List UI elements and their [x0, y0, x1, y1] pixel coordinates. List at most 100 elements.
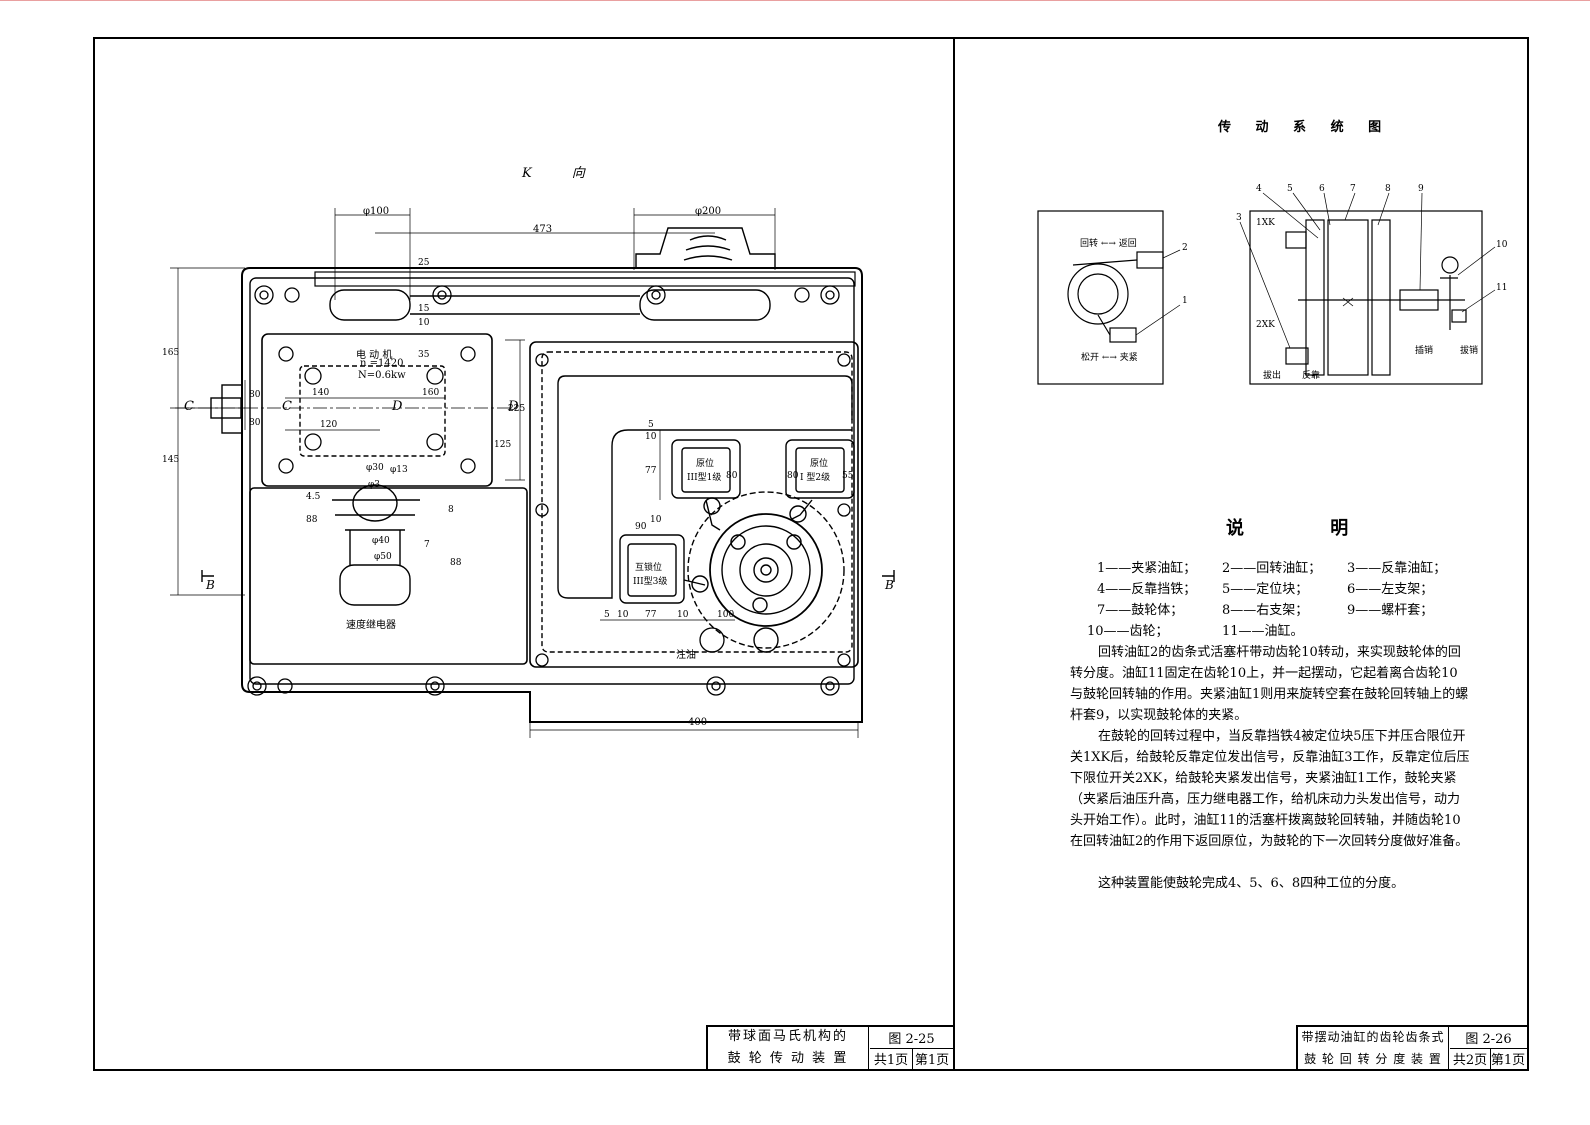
legend-item: 10——齿轮； [1087, 624, 1169, 639]
notes-paragraph: 在鼓轮的回转过程中，当反靠挡铁4被定位块5压下并压合限位开关1XK后，给鼓轮反靠… [1070, 729, 1470, 849]
dim-label: 10 [650, 515, 662, 525]
dim-label: 8 [448, 505, 454, 515]
schematic-label: 2XK [1256, 320, 1275, 330]
dim-label: 10 [617, 610, 629, 620]
dim-label: 80 [249, 418, 261, 428]
legend-row: 1——夹紧油缸； 2——回转油缸； 3——反靠油缸； [1097, 558, 1472, 579]
dim-label: 100 [717, 610, 735, 620]
dim-label: 160 [422, 388, 440, 398]
dim-label: 10 [418, 318, 430, 328]
callout-number: 1 [1182, 296, 1188, 306]
callout-number: 5 [1287, 184, 1293, 194]
oil-label: 注油 [676, 650, 696, 661]
callout-number: 2 [1182, 243, 1188, 253]
dim-label: 225 [508, 404, 526, 414]
relay-label: 速度继电器 [346, 620, 396, 631]
schematic-label: 反靠 [1302, 371, 1321, 381]
figure-number: 图 2-25 [870, 1027, 953, 1049]
title-block-left: 带球面马氏机构的 鼓 轮 传 动 装 置 图 2-25 共1页 第1页 [706, 1025, 955, 1071]
section-letter: C [282, 399, 292, 414]
notes-paragraph: 这种装置能使鼓轮完成4、5、6、8四种工位的分度。 [1098, 876, 1405, 891]
total-pages: 共1页 [870, 1048, 913, 1069]
drawing-name-line2: 鼓 轮 传 动 装 置 [727, 1051, 849, 1066]
switch-label: III型1级 [687, 473, 722, 483]
dim-label: 125 [494, 440, 512, 450]
switch-label: 原位 [696, 459, 715, 469]
title-block-right: 带摆动油缸的齿轮齿条式 鼓 轮 回 转 分 度 装 置 图 2-26 共2页 第… [1296, 1025, 1529, 1071]
legend-row: 4——反靠挡铁； 5——定位块； 6——左支架； [1097, 579, 1472, 600]
drawing-name-line1: 带摆动油缸的齿轮齿条式 [1301, 1030, 1445, 1044]
right-sheet-frame [953, 37, 1529, 1071]
system-diagram-title: 传 动 系 统 图 [1218, 120, 1392, 135]
dim-label: 10 [677, 610, 689, 620]
dim-label: 80 [249, 390, 261, 400]
legend-item: 1——夹紧油缸； [1097, 561, 1197, 576]
drawing-name: 带摆动油缸的齿轮齿条式 鼓 轮 回 转 分 度 装 置 [1298, 1027, 1449, 1069]
dim-label: 165 [162, 348, 180, 358]
legend-item: 4——反靠挡铁； [1097, 582, 1197, 597]
page-number: 第1页 [914, 1053, 950, 1068]
dim-label: φ13 [390, 465, 408, 475]
dim-label: 473 [533, 224, 553, 235]
motor-label: 电 动 机 [356, 350, 393, 361]
dim-label: 7 [424, 540, 430, 550]
schematic-label: 松开 ←→ 夹紧 [1081, 353, 1138, 363]
callout-number: 8 [1385, 184, 1391, 194]
notes-title: 说 明 [1226, 518, 1389, 539]
dim-label: 88 [306, 515, 318, 525]
legend-item: 5——定位块； [1222, 582, 1309, 597]
dim-label: 145 [162, 455, 180, 465]
callout-number: 11 [1496, 283, 1508, 293]
notes-paragraph: 回转油缸2的齿条式活塞杆带动齿轮10转动，来实现鼓轮体的回转分度。油缸11固定在… [1070, 645, 1469, 723]
legend-item: 7——鼓轮体； [1097, 603, 1184, 618]
switch-label: III型3级 [633, 577, 668, 587]
legend-row: 10——齿轮； 11——油缸。 [1087, 621, 1472, 642]
dim-label: 35 [418, 350, 430, 360]
dim-label: 77 [645, 466, 657, 476]
callout-number: 6 [1319, 184, 1325, 194]
schematic-label: 拔出 [1263, 371, 1282, 381]
dim-label: 88 [450, 558, 462, 568]
legend-row: 7——鼓轮体； 8——右支架； 9——螺杆套； [1097, 600, 1472, 621]
section-letter: C [184, 399, 194, 414]
schematic-label: 1XK [1256, 218, 1275, 228]
motor-label: n =1420 [360, 358, 404, 369]
legend-item: 6——左支架； [1347, 582, 1434, 597]
legend-item: 9——螺杆套； [1347, 603, 1434, 618]
schematic-label: 拔销 [1460, 346, 1479, 356]
schematic-label: 插销 [1415, 346, 1434, 356]
dim-label: φ30 [366, 463, 384, 473]
section-letter: B [206, 578, 215, 592]
dim-label: 140 [312, 388, 330, 398]
dim-label: 5 [604, 610, 610, 620]
dim-label: 400 [688, 717, 708, 728]
switch-label: 互锁位 [635, 563, 663, 573]
dim-label: φ3 [368, 480, 381, 490]
drawing-name-line1: 带球面马氏机构的 [727, 1029, 848, 1044]
callout-number: 7 [1350, 184, 1356, 194]
dim-label: φ100 [363, 206, 390, 217]
drawing-name-line2: 鼓 轮 回 转 分 度 装 置 [1304, 1052, 1442, 1066]
page-number: 第1页 [1490, 1053, 1526, 1068]
switch-label: I 型2级 [800, 473, 831, 483]
callout-number: 10 [1496, 240, 1508, 250]
drawing-name: 带球面马氏机构的 鼓 轮 传 动 装 置 [708, 1027, 869, 1069]
view-title: K 向 [522, 166, 603, 181]
dim-label: φ40 [372, 536, 390, 546]
top-edge-line [0, 0, 1590, 1]
section-letter: B [885, 578, 894, 592]
total-pages: 共2页 [1450, 1048, 1491, 1069]
legend-item: 8——右支架； [1222, 603, 1309, 618]
dim-label: 90 [635, 522, 647, 532]
dim-label: 120 [320, 420, 338, 430]
callout-number: 3 [1236, 213, 1242, 223]
legend-item: 2——回转油缸； [1222, 561, 1322, 576]
callout-number: 9 [1418, 184, 1424, 194]
dim-label: 25 [418, 258, 430, 268]
dim-label: φ200 [695, 206, 722, 217]
dim-label: 4.5 [306, 492, 321, 502]
legend-item: 3——反靠油缸； [1347, 561, 1447, 576]
dim-label: 5 [648, 420, 654, 430]
section-letter: D [508, 399, 519, 414]
